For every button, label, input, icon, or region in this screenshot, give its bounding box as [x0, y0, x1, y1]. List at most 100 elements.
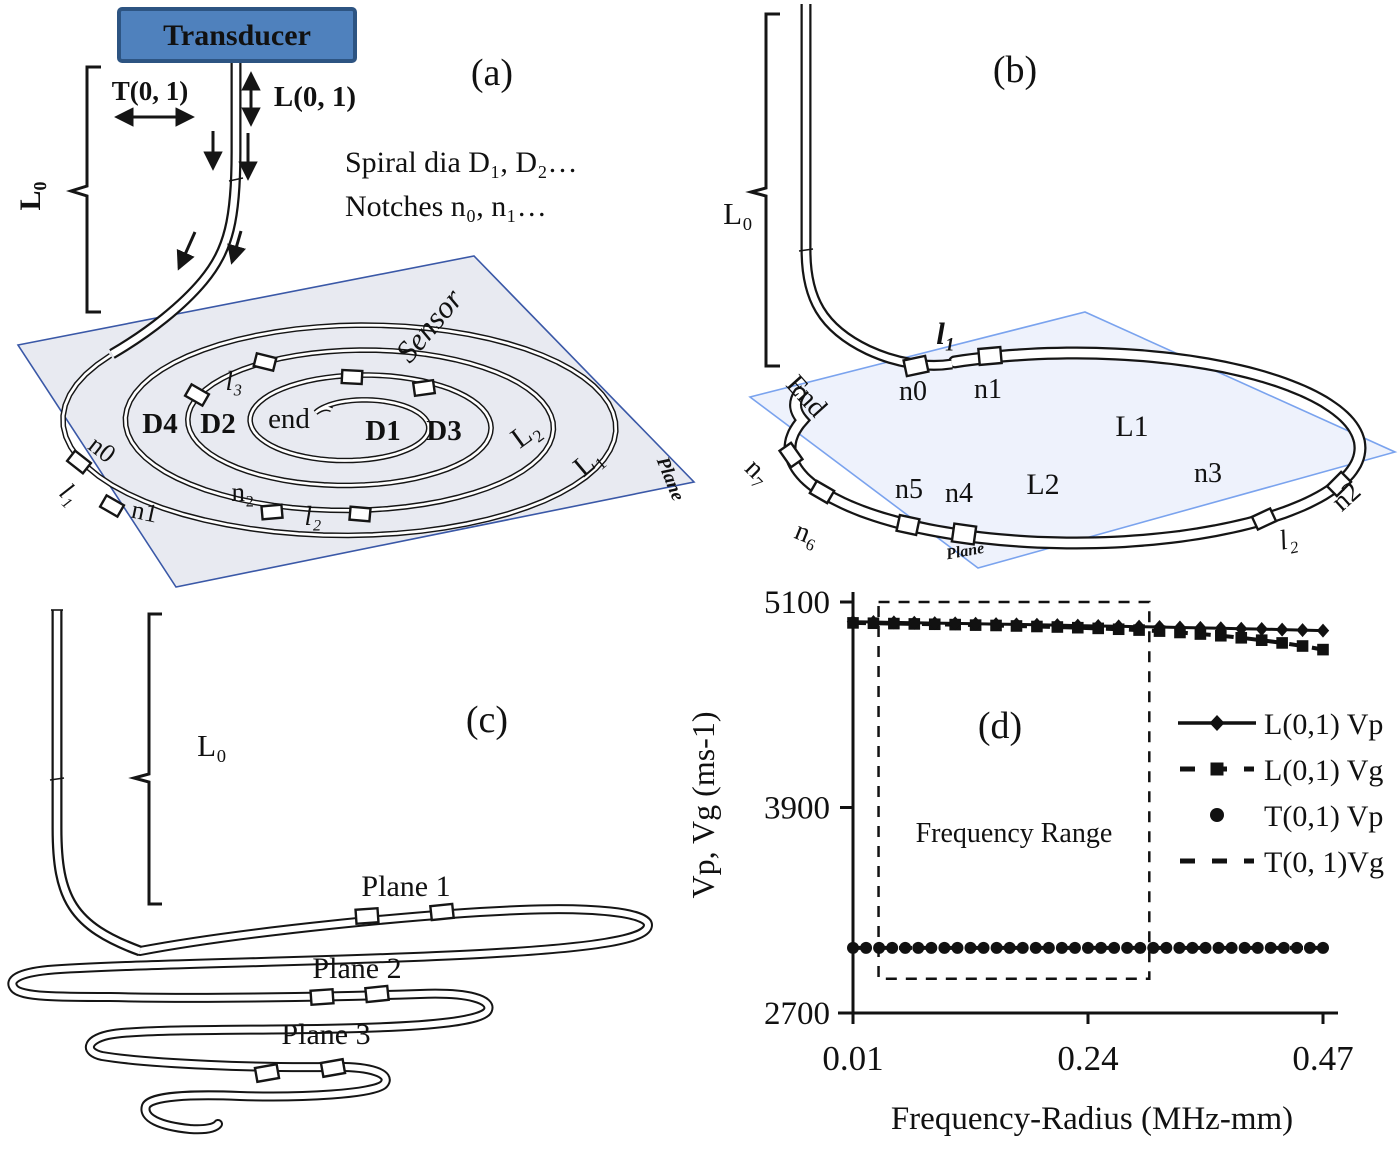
- series-l-0-1-vg-marker: [1317, 643, 1329, 656]
- y-tick-label: 2700: [764, 996, 830, 1032]
- series-t-0-1-vp-marker: [1173, 941, 1186, 954]
- x-tick-label: 0.24: [1057, 1039, 1118, 1078]
- panel-a-label: (a): [471, 52, 513, 94]
- panel-b: L₀ (b) l₁ n0 n1 L1 n3 L2 n5 n4 n2 l₂ End…: [723, 0, 1398, 569]
- notch-plane1: [429, 902, 455, 922]
- tube-segment-mark: [49, 777, 65, 781]
- plane3-label: Plane 3: [281, 1018, 370, 1051]
- notch-n2: [260, 503, 284, 521]
- series-t-0-1-vp-marker: [1199, 941, 1212, 954]
- series-l-0-1-vg-marker: [1235, 631, 1248, 644]
- mode-label-l01: L(0, 1): [274, 81, 356, 113]
- series-t-0-1-vp-marker: [912, 941, 925, 954]
- y-tick-label: 3900: [764, 791, 830, 827]
- spiral-d1: D1: [365, 415, 400, 447]
- legend-0-marker: [1209, 715, 1225, 731]
- lead-length-label-c: L₀: [197, 728, 227, 763]
- notch-n3: [1250, 506, 1278, 532]
- lead-tube-outline-b: [806, 4, 952, 365]
- x-tick-label: 0.47: [1292, 1039, 1353, 1078]
- legend-1-label: L(0,1) Vg: [1264, 754, 1383, 787]
- loop-n5: n5: [895, 474, 923, 505]
- notch-plane1: [354, 906, 380, 926]
- legend-0-label: L(0,1) Vp: [1264, 708, 1383, 741]
- series-t-0-1-vp-marker: [977, 941, 990, 954]
- series-t-0-1-vp-marker: [951, 941, 964, 954]
- spiral-l3: l₃: [226, 366, 243, 396]
- series-t-0-1-vp-marker: [964, 941, 977, 954]
- down-arrow-icon: [176, 231, 197, 271]
- spiral-l1: l₁: [54, 477, 85, 509]
- loop-n4: n4: [945, 478, 973, 509]
- transducer-box: [117, 7, 357, 63]
- notch-n7: [777, 441, 805, 469]
- series-t-0-1-vp-marker: [1225, 941, 1238, 954]
- loop-n6: n₆: [790, 515, 824, 553]
- loop-n3: n3: [1194, 458, 1222, 489]
- series-t-0-1-vp-marker: [1016, 941, 1029, 954]
- series-t-0-1-vp-marker: [1108, 941, 1121, 954]
- series-l-0-1-vg-marker: [1296, 640, 1309, 652]
- series-t-0-1-vp-marker: [1147, 941, 1160, 954]
- series-t-0-1-vp-marker: [1238, 941, 1251, 954]
- series-l-0-1-vp-marker: [1235, 621, 1248, 636]
- note-notches: Notches n₀, n₁…: [345, 190, 547, 223]
- series-t-0-1-vp-marker: [1317, 941, 1329, 954]
- series-t-0-1-vp-marker: [1055, 941, 1068, 954]
- notch-plane3: [253, 1062, 281, 1084]
- legend-2-label: T(0,1) Vp: [1264, 800, 1383, 833]
- plane2-label: Plane 2: [312, 952, 401, 985]
- series-t-0-1-vp-marker: [938, 941, 951, 954]
- notch-n0: [65, 449, 93, 475]
- x-axis-label: Frequency-Radius (MHz-mm): [891, 1101, 1293, 1137]
- legend-2-marker: [1210, 808, 1224, 822]
- panel-b-label: (b): [993, 49, 1037, 91]
- series-l-0-1-vp-marker: [1296, 623, 1309, 638]
- series-l-0-1-vp-marker: [989, 617, 1003, 632]
- notch-n1: [98, 493, 126, 519]
- notch-n4: [950, 522, 978, 546]
- panel-a: Transducer T(0, 1) L(0, 1) L₀ Spiral dia…: [14, 7, 696, 588]
- series-t-0-1-vp-marker: [847, 941, 859, 954]
- spiral-n1: n1: [129, 495, 160, 529]
- panel-c: L₀ (c) Plane 1 Plane 2 Plane 3: [0, 580, 690, 1157]
- loop-L1: L1: [1115, 410, 1148, 443]
- loop-n0: n0: [899, 376, 927, 407]
- loop-l2: l₂: [1276, 523, 1300, 557]
- plane1-label: Plane 1: [361, 870, 450, 903]
- loop-l1: l₁: [936, 316, 955, 351]
- note-spiral-dia: Spiral dia D₁, D₂…: [345, 146, 578, 179]
- series-t-0-1-vp-marker: [925, 941, 938, 954]
- series-t-0-1-vp-marker: [886, 941, 899, 954]
- notch-plane2: [364, 984, 390, 1004]
- spiral-l2: l₂: [305, 501, 322, 531]
- notch: [411, 378, 437, 398]
- series-t-0-1-vp-marker: [899, 941, 912, 954]
- series-t-0-1-vp-marker: [1186, 941, 1199, 954]
- series-l-0-1-vg-marker: [1255, 634, 1268, 646]
- loop-L2: L2: [1026, 468, 1059, 501]
- frequency-range-box: [877, 600, 1151, 980]
- series-l-0-1-vp-marker: [1132, 619, 1146, 634]
- frequency-range-label: Frequency Range: [916, 818, 1113, 849]
- series-t-0-1-vp-marker: [860, 941, 873, 954]
- notch-plane3: [319, 1057, 347, 1079]
- series-t-0-1-vp-marker: [1042, 941, 1055, 954]
- notch: [348, 505, 372, 523]
- series-t-0-1-vp-marker: [1290, 941, 1303, 954]
- notch-n5: [895, 513, 921, 537]
- series-l-0-1-vp-marker: [1173, 620, 1187, 635]
- panel-d-label: (d): [978, 705, 1022, 747]
- series-l-0-1-vp-marker: [846, 614, 860, 629]
- tube-segment-mark: [798, 248, 814, 252]
- series-t-0-1-vp-marker: [1303, 941, 1316, 954]
- notch-n2: [1325, 470, 1353, 498]
- series-l-0-1-vp-marker: [1010, 617, 1023, 632]
- series-t-0-1-vp-marker: [1095, 941, 1108, 954]
- loop-notches: [777, 345, 1353, 546]
- spiral-n2: n₂: [232, 477, 255, 507]
- notch: [252, 351, 278, 373]
- transducer-label: Transducer: [163, 19, 311, 52]
